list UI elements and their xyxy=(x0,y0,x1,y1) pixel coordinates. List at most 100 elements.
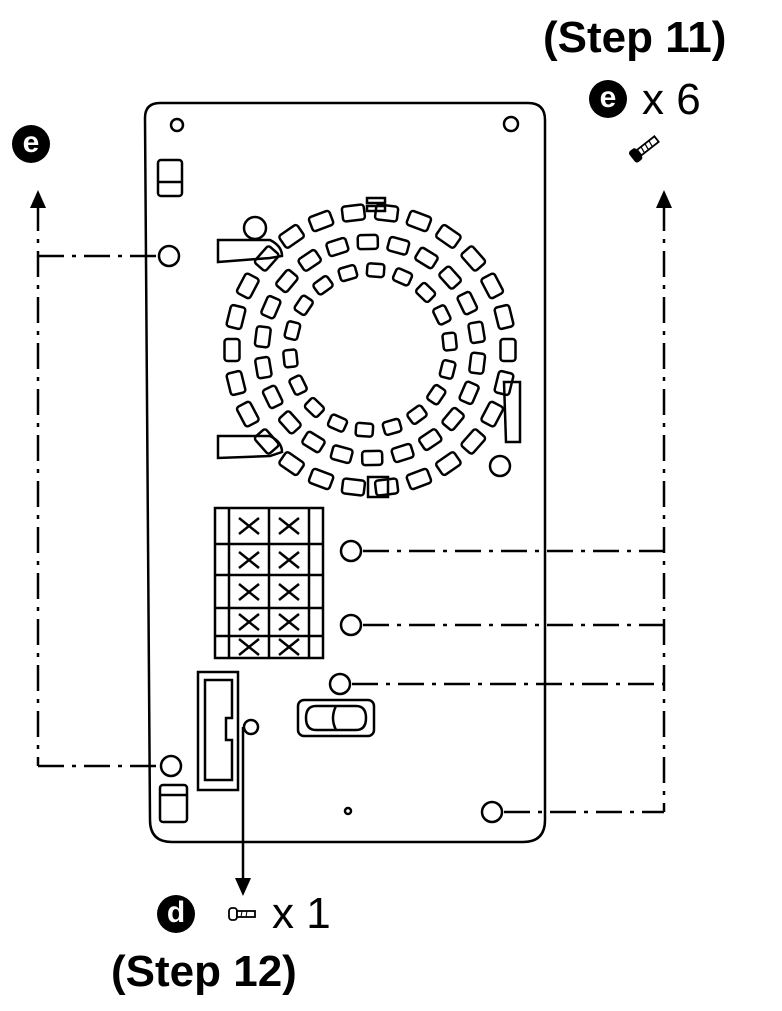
arrow-down-bottom xyxy=(235,878,251,896)
vent-slot xyxy=(458,380,480,406)
vent-slot xyxy=(253,428,280,455)
vent-slot xyxy=(418,428,443,452)
vent-slot xyxy=(405,209,433,233)
screw-hole-socket xyxy=(328,672,352,696)
vent-slot xyxy=(253,245,280,272)
vent-slot xyxy=(254,355,273,380)
screw-hole-terminal-2 xyxy=(339,613,363,637)
step-11-label: (Step 11) xyxy=(543,13,727,62)
vent-slot xyxy=(340,477,367,497)
vent-slot xyxy=(354,421,375,438)
vent-slot xyxy=(460,245,487,272)
vent-slot xyxy=(297,248,322,272)
vent-slot xyxy=(480,272,505,300)
leader-lines xyxy=(36,205,666,814)
terminal-clip xyxy=(278,613,300,631)
terminal-clip xyxy=(238,613,260,631)
vent-slot xyxy=(435,223,462,249)
arrow-heads xyxy=(30,190,672,896)
vent-slot xyxy=(391,267,414,287)
vent-slot xyxy=(277,410,302,435)
vent-slot xyxy=(325,236,350,258)
vent-slot xyxy=(460,428,487,455)
screw-badge-e-top: e xyxy=(589,80,627,118)
quantity-x6-label: x 6 xyxy=(642,75,701,124)
screw-icon xyxy=(228,907,256,921)
vent-slot xyxy=(288,374,308,396)
vent-slot xyxy=(386,235,411,256)
terminal-clip xyxy=(278,583,300,601)
vent-slot xyxy=(493,303,515,331)
vent-slot xyxy=(468,351,487,375)
vent-slot xyxy=(456,290,479,316)
arrow-up-left xyxy=(30,190,46,208)
terminal-clip xyxy=(238,638,260,656)
screw-hole-small xyxy=(242,718,260,736)
vent-slot xyxy=(356,233,380,251)
vent-slot xyxy=(360,449,384,467)
vent-slot xyxy=(275,268,299,294)
screw-icon xyxy=(629,135,660,163)
vent-slot xyxy=(366,475,390,499)
vent-slot xyxy=(467,320,486,345)
side-connector xyxy=(196,670,240,792)
screw-hole-upper-left xyxy=(157,244,181,268)
terminal-clip xyxy=(278,638,300,656)
vent-slot xyxy=(381,417,403,437)
screw-badge-e-left: e xyxy=(12,125,50,163)
vent-slot xyxy=(261,384,284,410)
vent-slot xyxy=(432,304,452,326)
mounting-clips xyxy=(216,238,522,460)
vent-slot xyxy=(326,413,349,433)
vent-slot xyxy=(414,281,437,304)
vent-bar xyxy=(365,196,387,205)
vent-slot xyxy=(499,337,517,363)
quantity-x1-label: x 1 xyxy=(272,889,331,938)
vent-slot xyxy=(235,272,260,300)
vent-slot xyxy=(405,467,433,491)
vent-slot xyxy=(480,400,505,428)
vent-slot xyxy=(438,265,463,290)
vent-slot xyxy=(307,467,335,491)
vent-slot xyxy=(340,203,367,223)
vent-slot xyxy=(414,246,439,270)
vent-slot xyxy=(329,444,354,465)
vent-slot xyxy=(225,369,247,397)
vent-slot xyxy=(278,223,305,249)
vent-slot xyxy=(283,320,302,342)
vent-slot xyxy=(441,331,458,352)
speaker-terminal-block xyxy=(213,506,325,660)
vent-slot xyxy=(282,348,299,369)
rear-panel xyxy=(143,101,547,844)
vent-grille xyxy=(223,196,517,499)
terminal-clip xyxy=(238,583,260,601)
terminal-clip xyxy=(278,551,300,569)
screw-hole-terminal-1 xyxy=(339,539,363,563)
vent-slot xyxy=(303,396,326,419)
vent-slot xyxy=(493,369,515,397)
vent-bar xyxy=(365,204,387,213)
vent-slot xyxy=(278,451,305,477)
vent-slot xyxy=(293,294,314,317)
vent-slot xyxy=(373,477,400,497)
vent-slot xyxy=(223,337,241,363)
vent-slot xyxy=(337,263,359,283)
terminal-clip xyxy=(278,517,300,535)
vent-slot xyxy=(435,451,462,477)
vent-slot xyxy=(441,406,465,432)
screw-badge-d-bottom: d xyxy=(157,895,195,933)
arrow-up-right xyxy=(656,190,672,208)
vent-slot xyxy=(426,383,447,406)
screw-hole-bottom-right xyxy=(480,800,504,824)
vent-slot xyxy=(301,430,326,454)
vent-slot xyxy=(235,400,260,428)
vent-slot xyxy=(390,442,415,464)
terminal-clip xyxy=(238,551,260,569)
vent-slot xyxy=(260,294,282,320)
screw-hole-lower-left xyxy=(159,754,183,778)
vent-slot xyxy=(365,262,386,279)
step-12-label: (Step 12) xyxy=(111,947,297,996)
vent-slot xyxy=(406,404,428,426)
vent-slot xyxy=(225,303,247,331)
